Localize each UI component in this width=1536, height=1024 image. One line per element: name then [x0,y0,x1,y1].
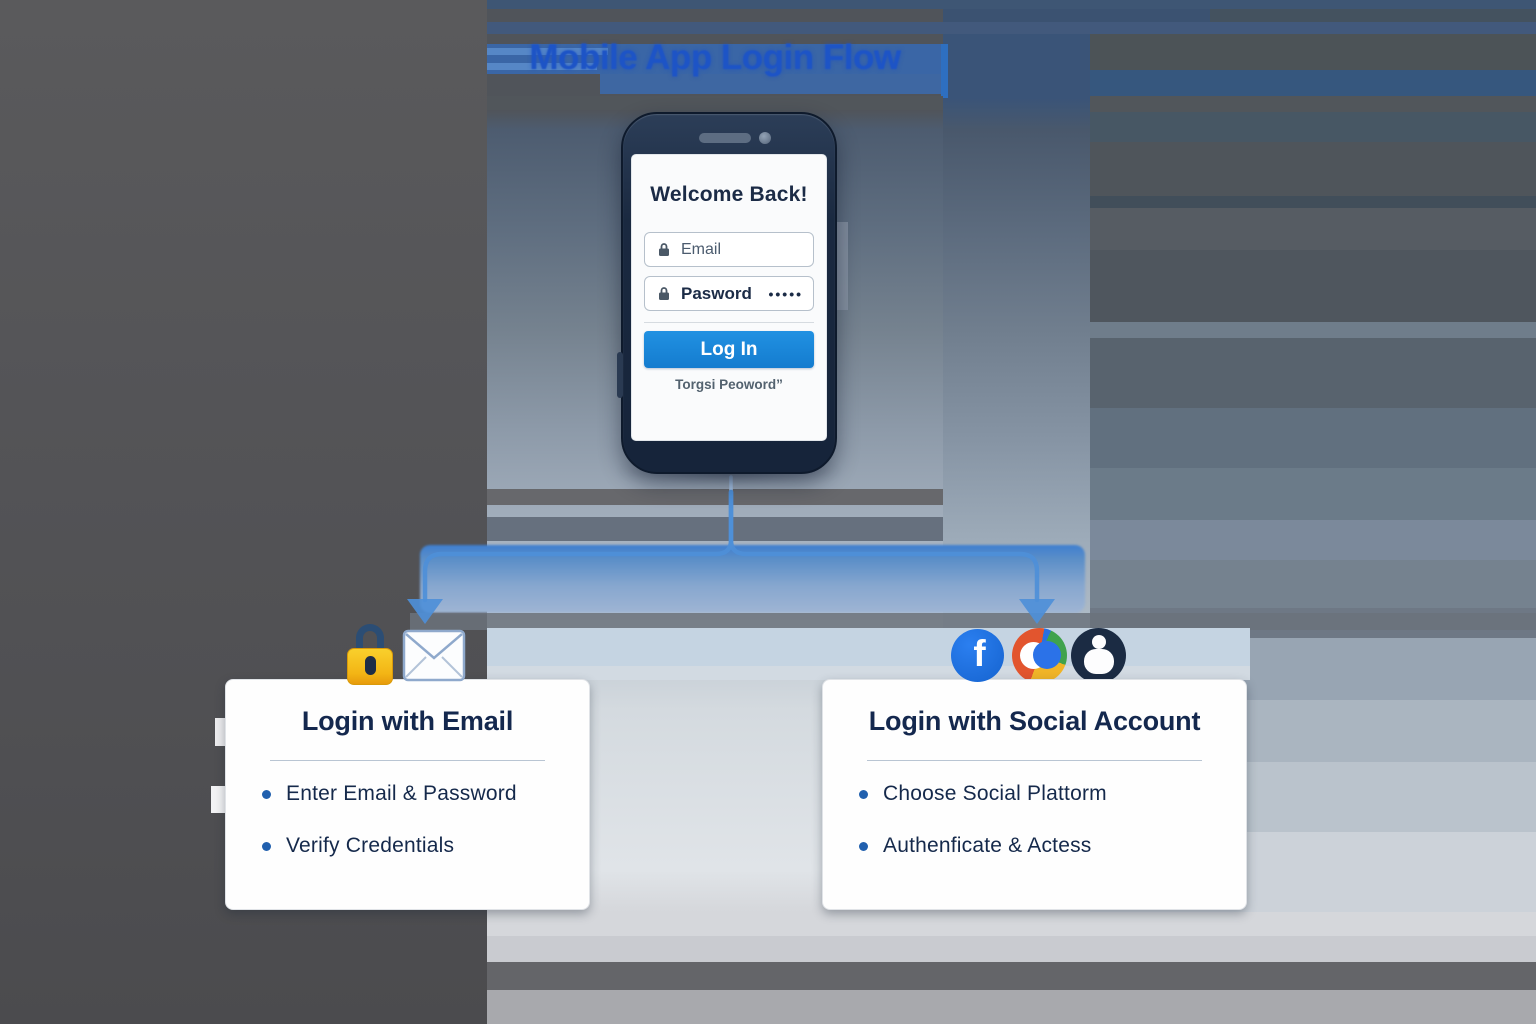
forgot-password-link[interactable]: Torgsi Peoword” [675,377,783,392]
list-item: Verify Credentials [262,834,454,858]
login-button[interactable]: Log In [644,331,814,368]
bg-stripe [487,489,943,505]
google-icon-blue-core [1033,641,1061,669]
bg-stripe [600,74,943,94]
email-field[interactable]: Email [644,232,814,267]
google-icon[interactable] [1012,628,1067,683]
bullet-text: Verify Credentials [286,834,455,857]
bg-stripe [941,44,948,98]
card-title: Login with Social Account [868,706,1201,736]
divider [270,760,545,761]
bullet-text: Authenficate & Actess [883,834,1092,857]
bg-stripe [487,517,943,541]
welcome-heading: Welcome Back! [650,183,808,206]
page-title: Mobile App Login Flow [529,38,901,77]
bullet-dot [859,841,868,851]
bg-stripe [487,0,1536,9]
lock-icon [659,243,669,256]
bg-stripe [943,9,1210,22]
apple-icon-body [1083,649,1114,674]
lock-icon [659,287,669,300]
bg-stripe [836,222,848,310]
icon-band [487,628,1250,666]
password-field[interactable]: Pasword ••••• [644,276,814,311]
bg-stripe [487,666,1250,680]
bullet-dot [262,841,271,851]
bg-stripe [487,96,943,110]
bg-stripe [487,48,608,55]
apple-icon[interactable] [1071,628,1126,683]
phone-camera [759,132,771,144]
facebook-icon[interactable]: f [951,629,1004,682]
bg-stripe [487,63,597,70]
padlock-shackle [356,624,384,654]
password-dots: ••••• [768,285,803,302]
divider [867,760,1202,761]
envelope-icon [402,629,466,682]
phone-speaker [699,133,751,143]
password-label: Pasword [681,283,752,303]
email-placeholder: Email [681,240,722,258]
bullet-dot [859,789,868,799]
phone-mockup: Welcome Back! Email Pasword ••••• Log In… [617,112,837,474]
padlock-keyhole [365,656,376,675]
list-item: Authenficate & Actess [859,834,1092,858]
facebook-letter: f [973,632,986,674]
list-item: Choose Social Plattorm [859,782,1107,806]
arrow-band [420,545,1085,613]
padlock-icon [346,624,394,685]
login-with-social-card: Login with Social Account Choose Social … [822,679,1247,910]
phone-side-button [617,352,623,398]
login-with-email-card: Login with Email Enter Email & Password … [225,679,590,910]
divider [644,322,814,323]
list-item: Enter Email & Password [262,782,517,806]
bullet-dot [262,789,271,799]
bullet-text: Choose Social Plattorm [883,782,1107,805]
bg-stripe [487,22,1536,34]
card-title: Login with Email [301,706,514,736]
phone-screen: Welcome Back! Email Pasword ••••• Log In… [631,154,827,441]
bg-stripe [410,613,1536,630]
apple-icon-top-dot [1091,635,1106,649]
bullet-text: Enter Email & Password [286,782,517,805]
